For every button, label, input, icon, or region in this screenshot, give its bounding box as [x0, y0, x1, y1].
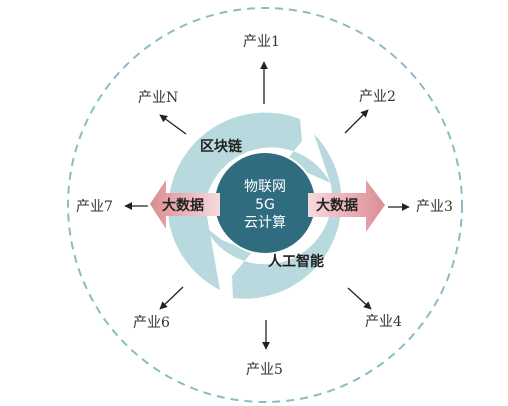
- industry-label-top-left: 产业N: [138, 90, 178, 106]
- label-big-data-left: 大数据: [162, 197, 204, 214]
- industry-label-top: 产业1: [243, 34, 280, 50]
- big-data-arrow-right: [308, 180, 385, 232]
- label-ai: 人工智能: [268, 253, 324, 270]
- label-big-data-right: 大数据: [316, 197, 358, 214]
- core-label-5g: 5G: [255, 197, 275, 213]
- ring-segment-blockchain: [168, 112, 331, 291]
- big-data-arrow-left: [150, 180, 220, 229]
- industry-label-left: 产业7: [76, 199, 113, 215]
- arrow-bottom-left: [159, 286, 184, 310]
- industry-label-bottom-left: 产业6: [133, 315, 170, 331]
- ring-segment-ai: [205, 134, 342, 299]
- industry-label-bottom: 产业5: [246, 362, 283, 378]
- outer-dashed-circle: [67, 7, 463, 403]
- core-label-cloud: 云计算: [244, 215, 286, 231]
- industry-label-right: 产业3: [416, 199, 453, 215]
- arrow-bottom-right: [347, 287, 372, 310]
- industry-label-top-right: 产业2: [359, 89, 396, 105]
- arrow-top-right: [344, 109, 369, 134]
- arrow-top-left: [159, 114, 187, 135]
- core-label-iot: 物联网: [244, 179, 286, 195]
- industry-label-bottom-right: 产业4: [365, 314, 402, 330]
- label-blockchain: 区块链: [200, 138, 243, 155]
